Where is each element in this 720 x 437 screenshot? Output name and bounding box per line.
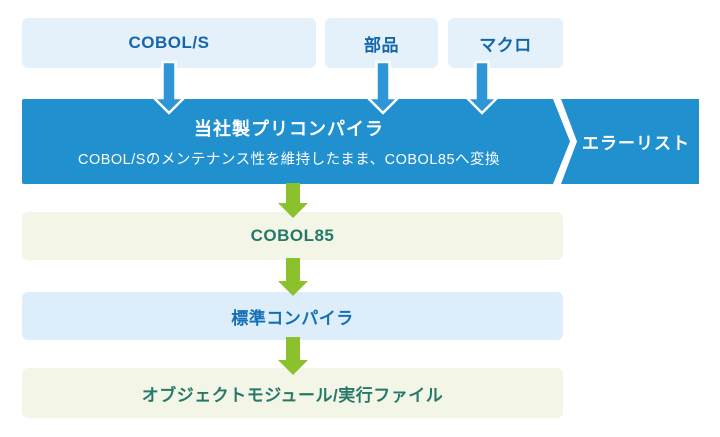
flow-box-cobol85-label: COBOL85	[250, 226, 335, 245]
flow-box-object-module-label: オブジェクトモジュール/実行ファイル	[141, 385, 444, 405]
flow-box-standard-compiler-label: 標準コンパイラ	[231, 308, 354, 328]
input-box-cobol-s-label: COBOL/S	[128, 33, 210, 52]
error-list-label: エラーリスト	[582, 134, 690, 153]
input-box-macro-label: マクロ	[479, 35, 532, 55]
error-list-tab: エラーリスト	[561, 99, 699, 184]
input-box-cobol-s: COBOL/S	[22, 18, 316, 68]
flow-box-object-module: オブジェクトモジュール/実行ファイル	[22, 368, 563, 418]
precompiler-banner: 当社製プリコンパイラ COBOL/Sのメンテナンス性を維持したまま、COBOL8…	[22, 99, 570, 184]
green-down-arrow-icon	[278, 258, 308, 296]
precompiler-subtitle: COBOL/Sのメンテナンス性を維持したまま、COBOL85へ変換	[77, 151, 501, 168]
input-box-macro: マクロ	[448, 18, 563, 68]
flow-box-cobol85: COBOL85	[22, 212, 563, 260]
input-box-parts-label: 部品	[364, 35, 399, 55]
flow-box-standard-compiler: 標準コンパイラ	[22, 292, 563, 340]
precompiler-title: 当社製プリコンパイラ	[194, 118, 384, 139]
input-box-parts: 部品	[325, 18, 438, 68]
